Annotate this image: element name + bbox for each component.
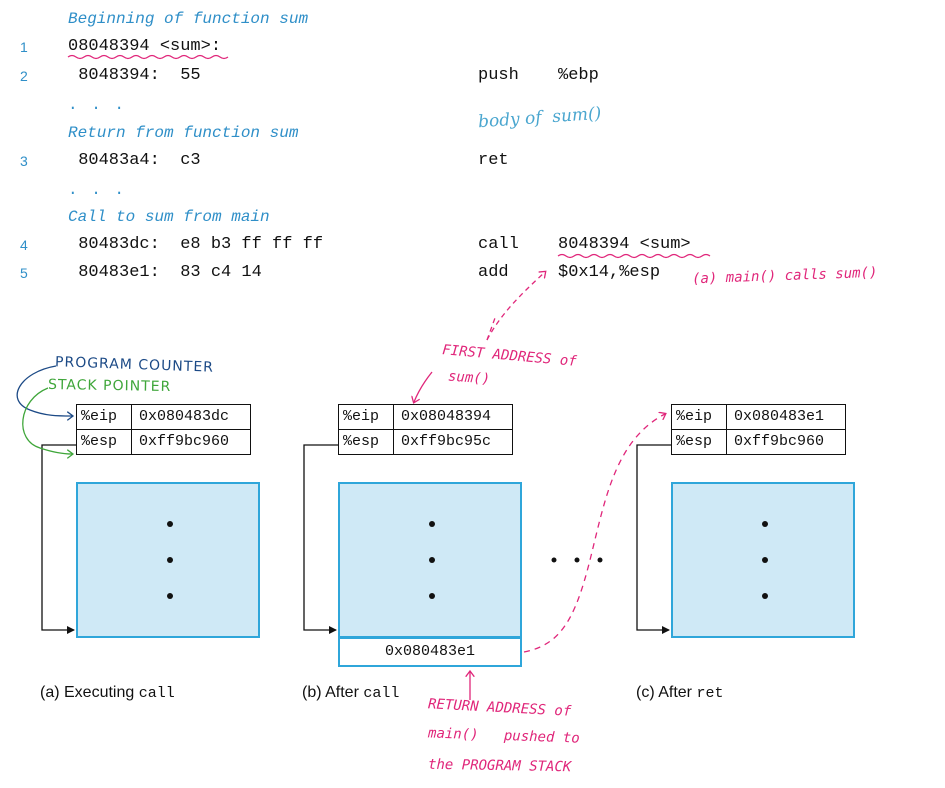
code-line-2-operand: %ebp <box>558 66 599 85</box>
esp-register-value: 0xff9bc960 <box>131 429 251 455</box>
register-table-c: %eip 0x080483e1 %esp 0xff9bc960 <box>671 404 846 455</box>
register-table-b: %eip 0x08048394 %esp 0xff9bc95c <box>338 404 513 455</box>
eip-register-label: %eip <box>76 404 132 430</box>
dashed-arrow-return-eip <box>523 414 665 653</box>
code-line-4-text: 80483dc: e8 b3 ff ff ff <box>68 235 324 254</box>
caption-c: (c) After ret <box>636 684 724 702</box>
esp-pointer-c <box>636 444 671 634</box>
eip-row: %eip 0x080483e1 <box>671 404 846 430</box>
ellipsis-dot <box>167 593 173 599</box>
comment-beginning: Beginning of function sum <box>68 10 309 28</box>
dashed-tail-to-first-address <box>486 317 496 341</box>
line-number-5: 5 <box>20 265 28 281</box>
esp-register-value: 0xff9bc960 <box>726 429 846 455</box>
arrow-first-address <box>414 371 433 402</box>
underline-call-target <box>557 253 711 259</box>
comment-call: Call to sum from main <box>68 208 270 226</box>
code-line-1-text: 08048394 <sum>: <box>68 37 222 56</box>
esp-register-label: %esp <box>338 429 394 455</box>
code-line-5-operand: $0x14,%esp <box>558 263 661 282</box>
line-number-4: 4 <box>20 237 28 253</box>
caption-b: (b) After call <box>302 684 400 702</box>
arrow-program-counter <box>16 365 72 416</box>
ellipsis-dot <box>762 557 768 563</box>
ellipsis-between-panels <box>551 557 557 563</box>
esp-row: %esp 0xff9bc960 <box>671 429 846 455</box>
ellipsis-1: . . . <box>68 96 127 114</box>
esp-pointer-b <box>303 444 338 634</box>
comment-return: Return from function sum <box>68 124 299 142</box>
ellipsis-dot <box>429 521 435 527</box>
ellipsis-dot <box>167 557 173 563</box>
code-line-5-text: 80483e1: 83 c4 14 <box>68 263 262 282</box>
line-number-1: 1 <box>20 39 28 55</box>
line-number-2: 2 <box>20 68 28 84</box>
register-table-a: %eip 0x080483dc %esp 0xff9bc960 <box>76 404 251 455</box>
esp-register-label: %esp <box>76 429 132 455</box>
ellipsis-dot <box>762 593 768 599</box>
stack-box-a <box>76 482 260 638</box>
stack-box-c <box>671 482 855 638</box>
eip-register-value: 0x080483dc <box>131 404 251 430</box>
code-line-2-instr: push <box>478 66 519 85</box>
line-number-3: 3 <box>20 153 28 169</box>
code-line-4-instr: call <box>478 235 519 254</box>
esp-register-value: 0xff9bc95c <box>393 429 513 455</box>
code-line-2-text: 8048394: 55 <box>68 66 201 85</box>
eip-register-value: 0x08048394 <box>393 404 513 430</box>
ellipsis-dot <box>429 557 435 563</box>
code-line-3-text: 80483a4: c3 <box>68 151 201 170</box>
ellipsis-dot <box>762 521 768 527</box>
esp-row: %esp 0xff9bc95c <box>338 429 513 455</box>
code-line-3-instr: ret <box>478 151 509 170</box>
caption-a: (a) Executing call <box>40 684 175 702</box>
ellipsis-dot <box>429 593 435 599</box>
code-line-5-instr: add <box>478 263 509 282</box>
eip-row: %eip 0x08048394 <box>338 404 513 430</box>
dashed-arrow-return-to-add <box>486 272 545 341</box>
esp-pointer-a <box>41 444 76 634</box>
ellipsis-between-panels <box>574 557 580 563</box>
underline-sum-label <box>67 54 229 60</box>
pushed-return-address-cell: 0x080483e1 <box>338 637 522 667</box>
eip-register-label: %eip <box>671 404 727 430</box>
esp-row: %esp 0xff9bc960 <box>76 429 251 455</box>
stack-box-b <box>338 482 522 638</box>
eip-register-value: 0x080483e1 <box>726 404 846 430</box>
ellipsis-2: . . . <box>68 181 127 199</box>
ellipsis-between-panels <box>597 557 603 563</box>
ellipsis-dot <box>167 521 173 527</box>
eip-row: %eip 0x080483dc <box>76 404 251 430</box>
arrow-stack-pointer <box>22 387 72 454</box>
code-line-4-operand: 8048394 <sum> <box>558 235 691 254</box>
